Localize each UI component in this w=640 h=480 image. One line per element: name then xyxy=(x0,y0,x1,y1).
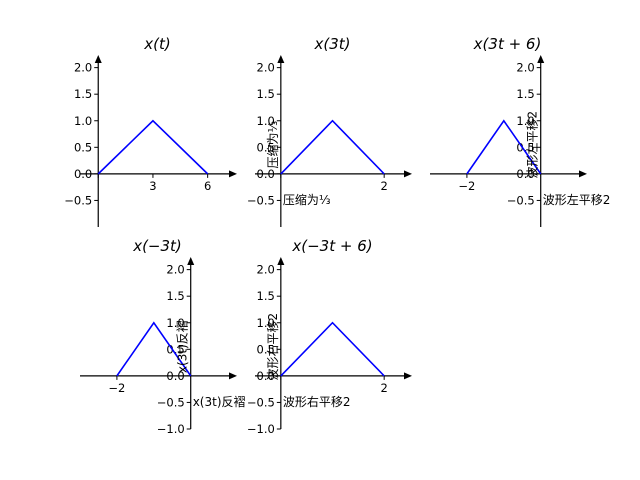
x-axis-label: 波形右平移2 xyxy=(283,394,351,409)
y-tick-label: 0.0 xyxy=(166,369,184,383)
y-tick-label: 0.0 xyxy=(74,167,92,181)
y-tick-label: −0.5 xyxy=(247,395,275,409)
y-tick-label: 0.0 xyxy=(516,167,534,181)
y-axis-label: 波形左平移2 xyxy=(525,111,540,179)
y-tick-label: 1.5 xyxy=(257,289,275,303)
x-axis-arrow xyxy=(404,170,412,178)
y-tick-label: 2.0 xyxy=(516,61,534,75)
subplot-title: x(3t) xyxy=(313,35,350,53)
y-tick-label: 1.0 xyxy=(166,316,184,330)
y-tick-label: 1.0 xyxy=(257,114,275,128)
x-axis-arrow xyxy=(404,372,412,380)
y-tick-label: 1.5 xyxy=(166,289,184,303)
y-axis-label: x(3t)反褶 xyxy=(175,320,190,373)
y-tick-label: 2.0 xyxy=(257,263,275,277)
y-tick-label: 2.0 xyxy=(74,61,92,75)
x-tick-label: 2 xyxy=(381,381,388,395)
y-tick-label: 2.0 xyxy=(257,61,275,75)
subplot-3: −0.5 0.0 0.5 1.0 1.5 2.0 −2 x(3t + 6) 波形左平移2波形左平… xyxy=(430,35,610,227)
y-tick-label: 0.5 xyxy=(74,140,92,154)
y-axis-arrow xyxy=(537,55,545,63)
x-axis-label: 压缩为⅓ xyxy=(283,192,331,207)
y-tick-label: 0.5 xyxy=(257,140,275,154)
x-axis-arrow xyxy=(229,372,237,380)
x-tick-label: −2 xyxy=(458,179,475,193)
series-line xyxy=(280,119,385,175)
x-axis-arrow xyxy=(579,170,587,178)
x-tick-label: −2 xyxy=(108,381,125,395)
y-tick-label: 1.0 xyxy=(257,316,275,330)
y-tick-label: 0.5 xyxy=(257,342,275,356)
subplot-4: −1.0 −0.5 0.0 0.5 1.0 1.5 2.0 −2 x(−3t) x(3t)反褶 x(… xyxy=(80,237,246,436)
subplot-title: x(t) xyxy=(143,35,170,53)
y-axis-arrow xyxy=(277,257,285,265)
y-tick-label: 2.0 xyxy=(166,263,184,277)
x-tick-label: 6 xyxy=(204,179,211,193)
y-tick-label: −0.5 xyxy=(64,193,92,207)
y-tick-label: −0.5 xyxy=(247,193,275,207)
y-tick-label: 0.0 xyxy=(257,167,275,181)
subplot-2: −0.5 0.0 0.5 1.0 1.5 2.0 2 x(3t) 压缩为⅓ 压缩为⅓ xyxy=(247,35,412,227)
y-axis-arrow xyxy=(187,257,195,265)
y-tick-label: −1.0 xyxy=(247,422,275,436)
y-tick-label: 1.5 xyxy=(257,87,275,101)
y-tick-label: 0.0 xyxy=(257,369,275,383)
x-axis-arrow xyxy=(229,170,237,178)
y-tick-label: 1.0 xyxy=(74,114,92,128)
subplot-title: x(−3t) xyxy=(132,237,182,255)
x-tick-label: 3 xyxy=(149,179,156,193)
y-axis-arrow xyxy=(94,55,102,63)
series-line xyxy=(116,321,192,377)
y-axis-label: 波形右平移2 xyxy=(265,313,280,381)
x-axis-label: 波形左平移2 xyxy=(543,192,611,207)
y-tick-label: 1.5 xyxy=(74,87,92,101)
y-tick-label: 1.0 xyxy=(516,114,534,128)
series-line xyxy=(97,119,209,175)
y-axis-label: 压缩为⅓ xyxy=(265,120,280,168)
subplot-title: x(3t + 6) xyxy=(473,35,542,53)
subplot-title: x(−3t + 6) xyxy=(291,237,372,255)
y-tick-label: 0.5 xyxy=(166,342,184,356)
series-line xyxy=(280,321,385,377)
subplot-1: −0.5 0.0 0.5 1.0 1.5 2.0 3 6 x(t) xyxy=(64,35,237,227)
y-tick-label: −0.5 xyxy=(157,395,185,409)
y-tick-label: −0.5 xyxy=(507,193,535,207)
subplot-5: −1.0 −0.5 0.0 0.5 1.0 1.5 2.0 2 x(−3t + 6) 波形右平移2… xyxy=(247,237,412,436)
series-line xyxy=(466,119,542,175)
y-tick-label: 0.5 xyxy=(516,140,534,154)
x-tick-label: 2 xyxy=(381,179,388,193)
y-tick-label: −1.0 xyxy=(157,422,185,436)
y-axis-arrow xyxy=(277,55,285,63)
x-axis-label: x(3t)反褶 xyxy=(193,394,246,409)
y-tick-label: 1.5 xyxy=(516,87,534,101)
